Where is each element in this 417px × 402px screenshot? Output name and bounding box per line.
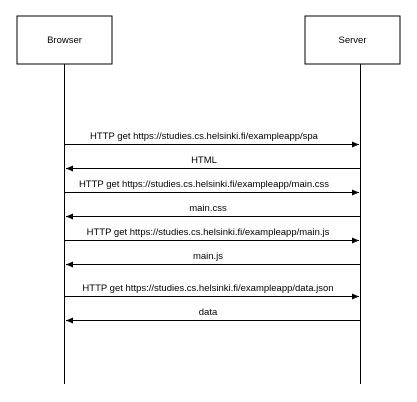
message-label: HTTP get https://studies.cs.helsinki.fi/… [90, 131, 319, 142]
participant-box-browser [16, 15, 113, 65]
message-label: main.css [189, 203, 227, 214]
participant-label-server: Server [339, 35, 367, 46]
message-label: HTTP get https://studies.cs.helsinki.fi/… [79, 179, 329, 190]
message-2: HTML [66, 155, 360, 172]
participant-browser: Browser [16, 15, 113, 384]
message-label: HTTP get https://studies.cs.helsinki.fi/… [87, 227, 330, 238]
message-6: main.js [66, 251, 360, 268]
message-label: HTTP get https://studies.cs.helsinki.fi/… [82, 283, 333, 294]
participant-server: Server [304, 15, 401, 384]
message-label: data [199, 307, 218, 318]
message-label: HTML [191, 155, 217, 166]
message-label: main.js [193, 251, 223, 262]
message-1: HTTP get https://studies.cs.helsinki.fi/… [65, 131, 359, 148]
message-3: HTTP get https://studies.cs.helsinki.fi/… [65, 179, 359, 196]
message-5: HTTP get https://studies.cs.helsinki.fi/… [65, 227, 359, 244]
message-7: HTTP get https://studies.cs.helsinki.fi/… [65, 283, 359, 300]
message-8: data [66, 307, 360, 324]
participant-label-browser: Browser [47, 35, 82, 46]
message-4: main.css [66, 203, 360, 220]
participant-box-server [304, 15, 401, 65]
